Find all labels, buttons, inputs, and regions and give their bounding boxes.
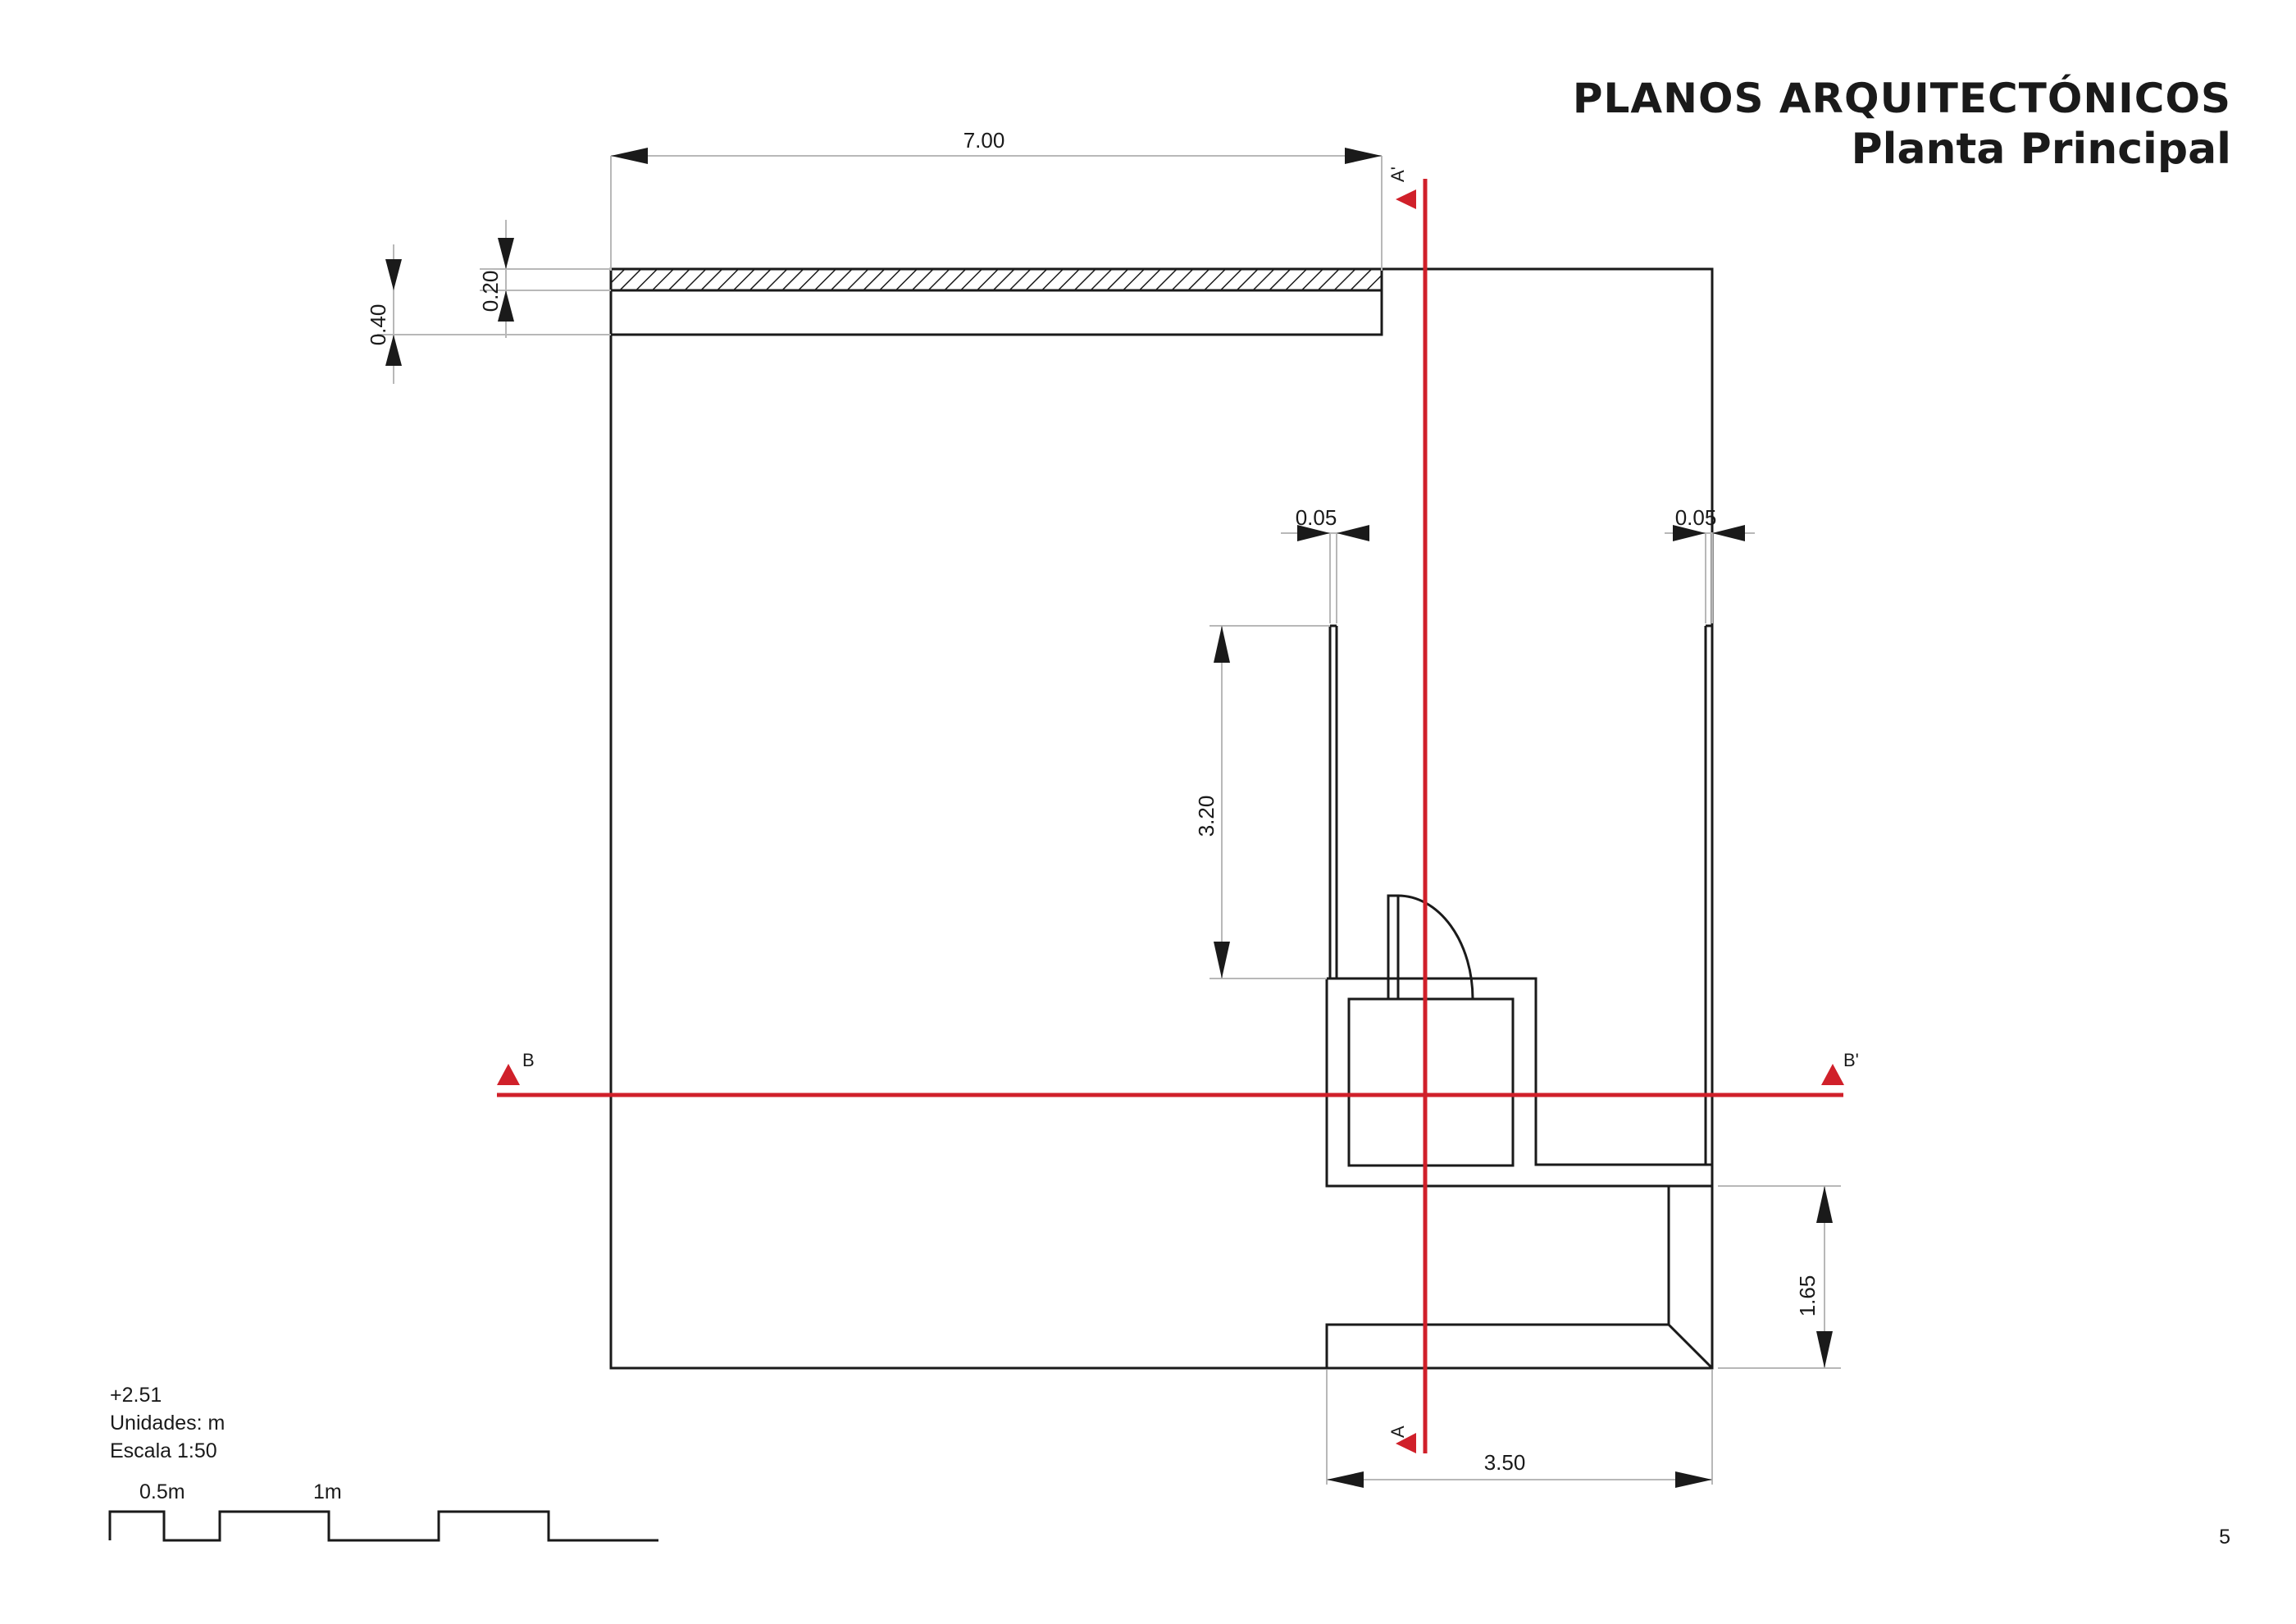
dimension-0-40: 0.40: [366, 244, 611, 384]
dimension-0-05-right: 0.05: [1665, 505, 1755, 623]
level-label: +2.51: [110, 1384, 162, 1407]
stair-outline: [1325, 1323, 1669, 1368]
page-number: 5: [2219, 1526, 2230, 1549]
dimensions: 7.00 0.20 0.40 0.05: [366, 128, 1841, 1488]
dimension-3-20: 3.20: [1194, 625, 1330, 979]
units-label: Unidades: m: [110, 1412, 226, 1435]
drawing-info: +2.51 Unidades: m Escala 1:50: [110, 1381, 225, 1465]
door-leaf: [1387, 894, 1400, 1001]
door-swing: [1397, 894, 1474, 1000]
scale-label: Escala 1:50: [110, 1439, 217, 1462]
page-title: PLANOS ARQUITECTÓNICOS: [1572, 75, 2231, 122]
section-label-a-top: A': [1387, 167, 1408, 182]
dimension-label-1-65: 1.65: [1795, 1275, 1820, 1317]
outer-wall: [609, 267, 1714, 1370]
dimension-7-00: 7.00: [610, 128, 1383, 271]
dimension-label-0-40: 0.40: [366, 304, 390, 346]
bathroom-inner: [1347, 997, 1515, 1167]
stair-side: [1667, 1186, 1714, 1370]
scale-bar: [108, 1510, 658, 1542]
scale-bar-label-one: 1m: [313, 1480, 342, 1503]
dimension-label-0-05-right: 0.05: [1675, 505, 1717, 530]
hatched-slab: [609, 267, 1383, 292]
section-label-b-right: B': [1843, 1050, 1859, 1070]
dimension-0-05-left: 0.05: [1281, 505, 1369, 623]
section-lines: A' A B B': [497, 167, 1859, 1453]
section-marker-a-top: [1396, 189, 1416, 209]
title-block: PLANOS ARQUITECTÓNICOS Planta Principal: [1573, 74, 2231, 176]
bathroom-outer: [1325, 977, 1714, 1188]
dimension-1-65: 1.65: [1718, 1185, 1841, 1369]
scale-bar-label-half: 0.5m: [139, 1480, 185, 1503]
section-label-b-left: B: [522, 1050, 535, 1070]
section-label-a-bottom: A: [1387, 1426, 1408, 1438]
section-marker-a-bottom: [1396, 1433, 1416, 1453]
section-marker-b-left: [497, 1064, 520, 1085]
slab-ledge: [609, 289, 1383, 336]
dimension-label-7-00: 7.00: [963, 128, 1005, 153]
dimension-0-20: 0.20: [478, 220, 611, 338]
dimension-label-0-20: 0.20: [478, 271, 503, 312]
walls: [609, 267, 1714, 1370]
page-subtitle: Planta Principal: [1851, 125, 2231, 174]
section-marker-b-right: [1821, 1064, 1844, 1085]
dimension-label-0-05-left: 0.05: [1296, 505, 1337, 530]
dimension-label-3-20: 3.20: [1194, 796, 1219, 837]
dimension-label-3-50: 3.50: [1484, 1450, 1526, 1475]
dimension-3-50: 3.50: [1326, 1370, 1713, 1488]
